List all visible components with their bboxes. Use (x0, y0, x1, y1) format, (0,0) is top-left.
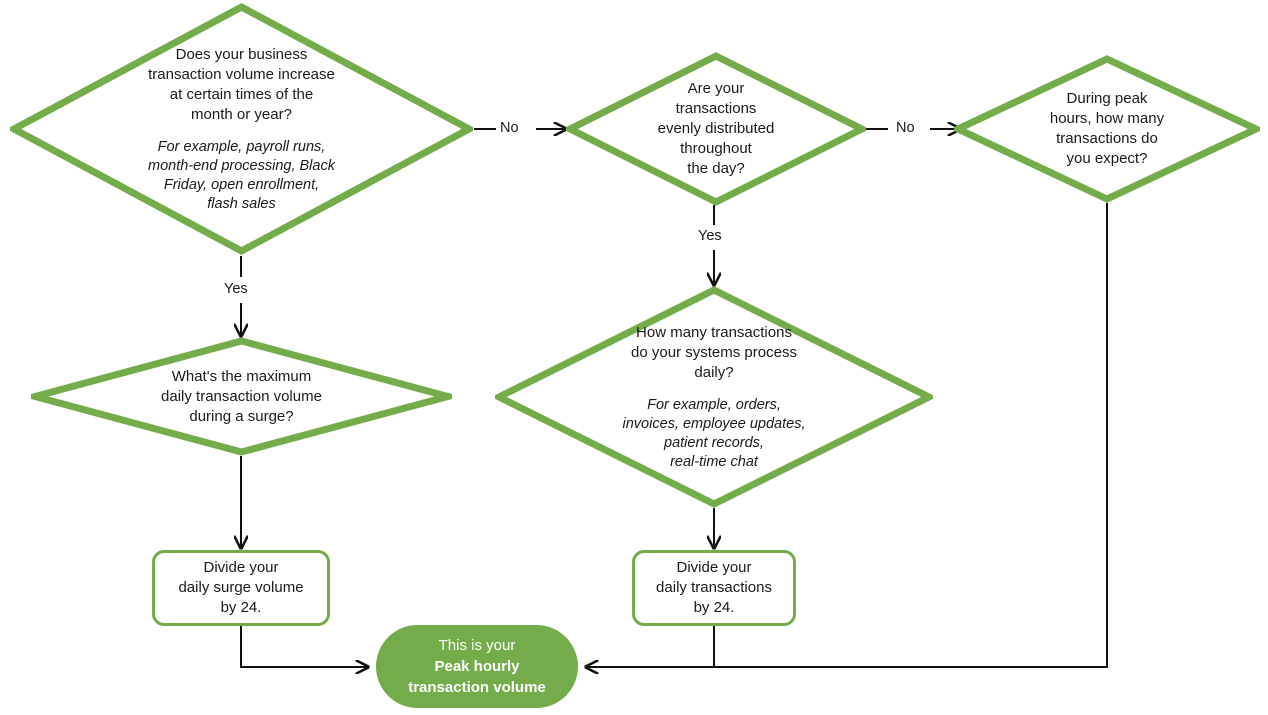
decision-question: Does your business transaction volume in… (148, 45, 335, 123)
terminal-label: This is your Peak hourly transaction vol… (408, 635, 546, 698)
decision-node-seasonal-volume[interactable]: Does your business transaction volume in… (10, 3, 473, 255)
decision-question: What's the maximum daily transaction vol… (161, 367, 322, 425)
terminal-line-1: This is your (438, 637, 516, 654)
terminal-line-3: transaction volume (408, 679, 546, 696)
terminal-node-peak-hourly-volume[interactable]: This is your Peak hourly transaction vol… (376, 625, 578, 708)
diamond-shape (495, 286, 933, 508)
decision-node-label: Are your transactions evenly distributed… (600, 79, 832, 179)
decision-example: For example, orders, invoices, employee … (622, 396, 806, 470)
diamond-shape (954, 55, 1260, 203)
decision-node-even-distribution[interactable]: Are your transactions evenly distributed… (566, 52, 866, 206)
decision-question: Are your transactions evenly distributed… (657, 80, 775, 177)
decision-node-label: During peak hours, how many transactions… (992, 89, 1222, 169)
decision-node-label: How many transactions do your systems pr… (566, 323, 862, 472)
process-node-divide-surge-volume[interactable]: Divide your daily surge volume by 24. (152, 550, 330, 626)
decision-node-max-surge-volume[interactable]: What's the maximum daily transaction vol… (31, 337, 452, 456)
decision-node-label: What's the maximum daily transaction vol… (95, 367, 389, 427)
decision-question: How many transactions do your systems pr… (631, 323, 797, 381)
decision-example: For example, payroll runs, month-end pro… (147, 138, 335, 212)
process-node-divide-daily-transactions[interactable]: Divide your daily transactions by 24. (632, 550, 796, 626)
decision-node-label: Does your business transaction volume in… (90, 45, 393, 214)
decision-node-daily-volume[interactable]: How many transactions do your systems pr… (495, 286, 933, 508)
diamond-shape (31, 337, 452, 456)
terminal-line-2: Peak hourly (434, 658, 520, 675)
diamond-shape (566, 52, 866, 206)
edge-label-q1-yes: Yes (224, 281, 248, 297)
decision-node-peak-hours[interactable]: During peak hours, how many transactions… (954, 55, 1260, 203)
edge-label-q2-yes: Yes (698, 228, 722, 244)
decision-question: During peak hours, how many transactions… (1049, 90, 1165, 167)
edge-label-q2-no: No (896, 120, 915, 136)
diamond-shape (10, 3, 473, 255)
edge-label-q1-no: No (500, 120, 519, 136)
